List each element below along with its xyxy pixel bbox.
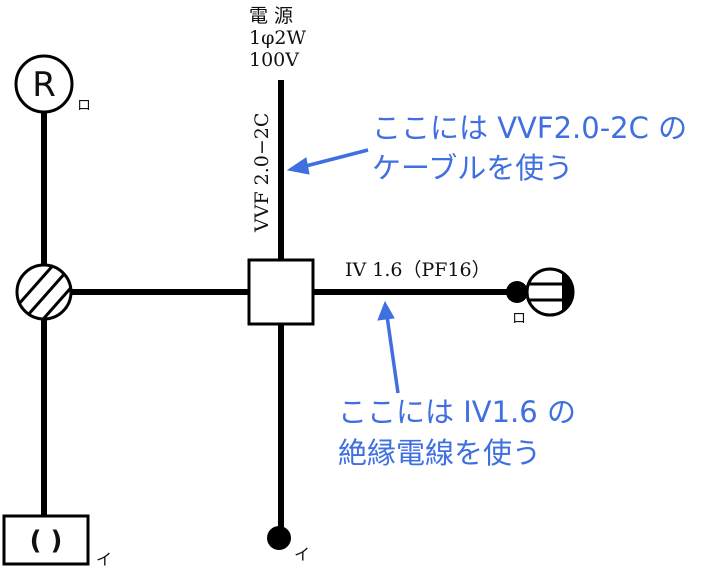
iv-arrow xyxy=(385,315,400,394)
switch-label-i-fixture: イ xyxy=(96,550,112,569)
vvf-arrow xyxy=(301,148,369,169)
vvf-note-line2: ケーブルを使う xyxy=(372,151,573,185)
vvf-cable-label: VVF 2.0−2C xyxy=(251,113,273,233)
vvf-arrowhead xyxy=(286,157,310,175)
power-source-label: 電 源 xyxy=(249,5,293,27)
outlet-symbol xyxy=(525,267,575,317)
switch-dot-bottom xyxy=(267,526,291,550)
iv-note-line1: ここには IV1.6 の xyxy=(338,395,576,429)
power-phase-label: 1φ2W xyxy=(249,27,306,49)
fixture-symbol: ( ) xyxy=(30,526,63,556)
fixture-box xyxy=(2,514,90,566)
iv-wire-label: IV 1.6（PF16） xyxy=(345,259,491,281)
vvf-note-line1: ここには VVF2.0-2C の xyxy=(372,111,687,145)
r-symbol-circle xyxy=(14,54,74,114)
iv-note-line2: 絶縁電線を使う xyxy=(338,436,541,470)
iv-arrowhead xyxy=(377,300,395,321)
junction-box xyxy=(247,258,315,326)
switch-label-i-bottom: イ xyxy=(294,545,310,564)
hatched-light-symbol xyxy=(15,263,73,321)
switch-label-ro-r: ロ xyxy=(77,98,91,114)
switch-label-ro-outlet: ロ xyxy=(512,311,526,327)
r-symbol-label: R xyxy=(32,65,56,105)
power-voltage-label: 100V xyxy=(249,49,299,71)
switch-dot-right xyxy=(506,281,528,303)
